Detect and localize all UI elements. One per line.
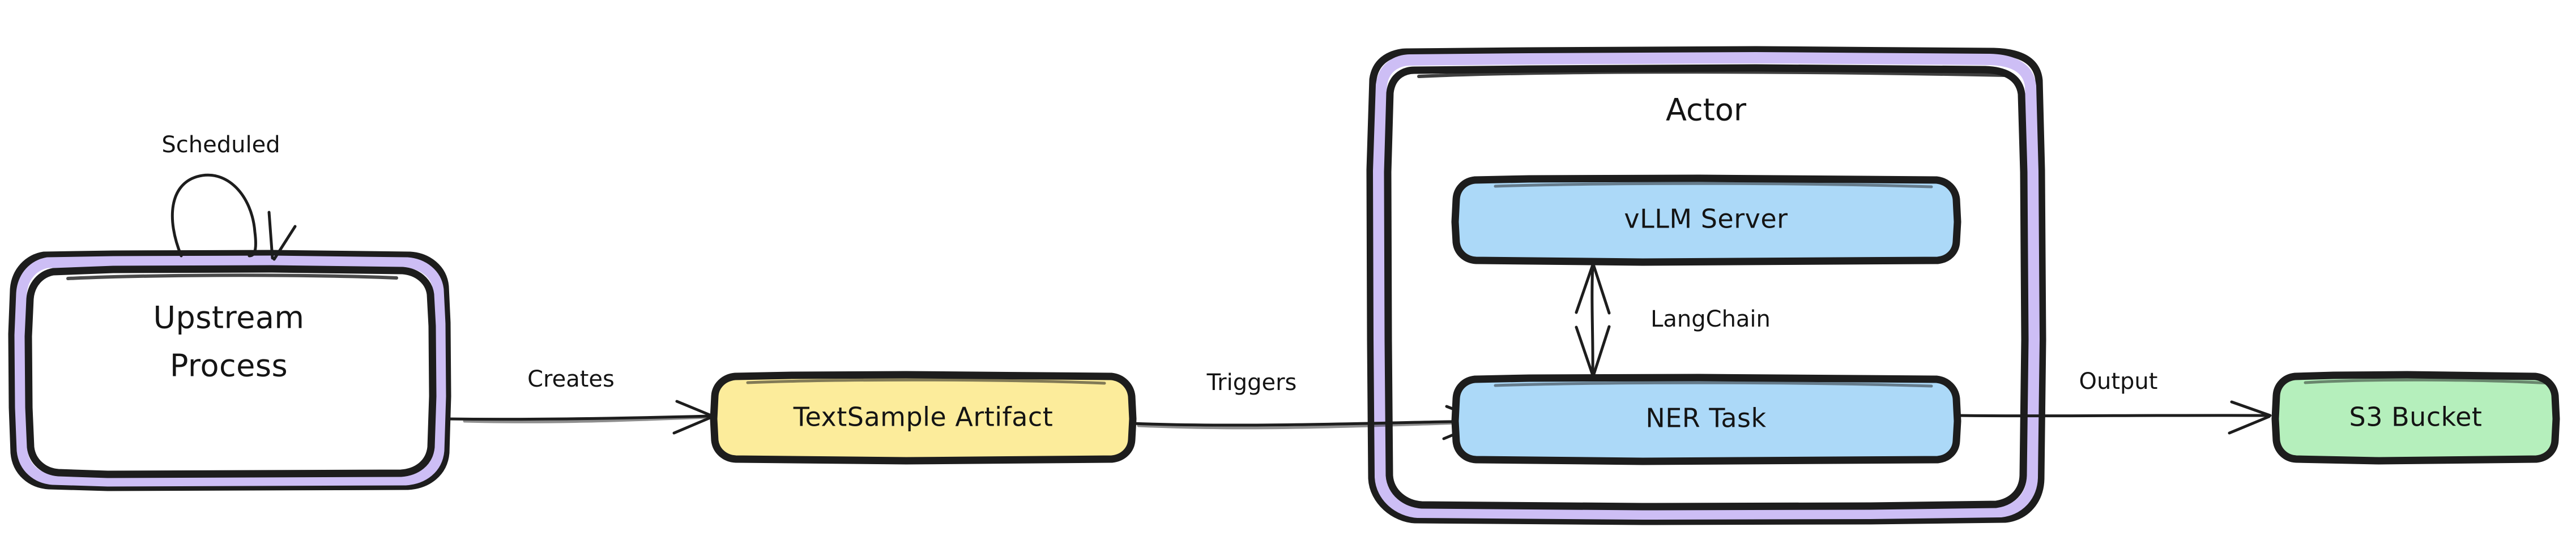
edge-label-langchain: LangChain (1650, 306, 1771, 332)
vllm-server-sketch-line (1494, 182, 1933, 188)
langchain-arrow-head-down (1575, 325, 1611, 377)
triggers-line-sketch (1137, 421, 1482, 430)
node-vllm-server[interactable]: vLLM Server (1451, 174, 1961, 266)
node-text-sample-artifact[interactable]: TextSample Artifact (710, 371, 1137, 465)
s3-bucket-sketch-line (2304, 378, 2551, 385)
langchain-arrow-head-up (1575, 263, 1611, 315)
upstream-inner-border (24, 265, 437, 478)
output-arrow-head (2228, 400, 2272, 435)
text-sample-artifact-shape (710, 371, 1137, 465)
edge-scheduled-self-loop[interactable]: Scheduled (161, 132, 297, 261)
edge-label-creates: Creates (527, 366, 615, 392)
text-sample-artifact-label: TextSample Artifact (793, 402, 1054, 432)
scheduled-loop-path (170, 173, 257, 258)
ner-task-sketch-line (1494, 381, 1933, 388)
creates-line (446, 414, 711, 421)
ner-task-label: NER Task (1645, 403, 1766, 434)
actor-inner-border (1384, 64, 2029, 511)
cluster-title-actor: Actor (1666, 92, 1747, 128)
triggers-line (1131, 419, 1483, 427)
langchain-line (1590, 264, 1594, 376)
edge-langchain[interactable]: LangChain (1575, 263, 1771, 377)
edge-label-triggers: Triggers (1206, 370, 1297, 396)
node-s3-bucket[interactable]: S3 Bucket (2271, 371, 2560, 465)
creates-arrow-head (672, 400, 714, 435)
upstream-border-sketch-line (66, 273, 398, 280)
actor-outer-border (1366, 46, 2046, 525)
text-sample-artifact-sketch-line (746, 378, 1106, 385)
creates-line-sketch (463, 415, 711, 423)
output-line (1956, 414, 2270, 418)
node-upstream-process[interactable]: Upstream Process (8, 250, 451, 491)
upstream-accent-border (14, 255, 446, 487)
edge-output[interactable]: Output (1956, 369, 2272, 435)
edge-label-scheduled: Scheduled (161, 132, 280, 158)
upstream-process-label-line2: Process (170, 348, 288, 384)
s3-bucket-label: S3 Bucket (2349, 402, 2483, 432)
upstream-process-label-line1: Upstream (153, 300, 304, 336)
edge-triggers[interactable]: Triggers (1131, 370, 1486, 440)
vllm-server-label: vLLM Server (1624, 204, 1788, 234)
actor-border-sketch-line (1417, 70, 2007, 78)
upstream-outer-border (8, 250, 451, 491)
ner-task-shape (1451, 374, 1961, 465)
vllm-server-shape (1451, 174, 1961, 266)
scheduled-arrow-head (267, 211, 297, 261)
edge-creates[interactable]: Creates (446, 366, 714, 435)
edge-label-output: Output (2079, 369, 2158, 395)
node-ner-task[interactable]: NER Task (1451, 374, 1961, 465)
